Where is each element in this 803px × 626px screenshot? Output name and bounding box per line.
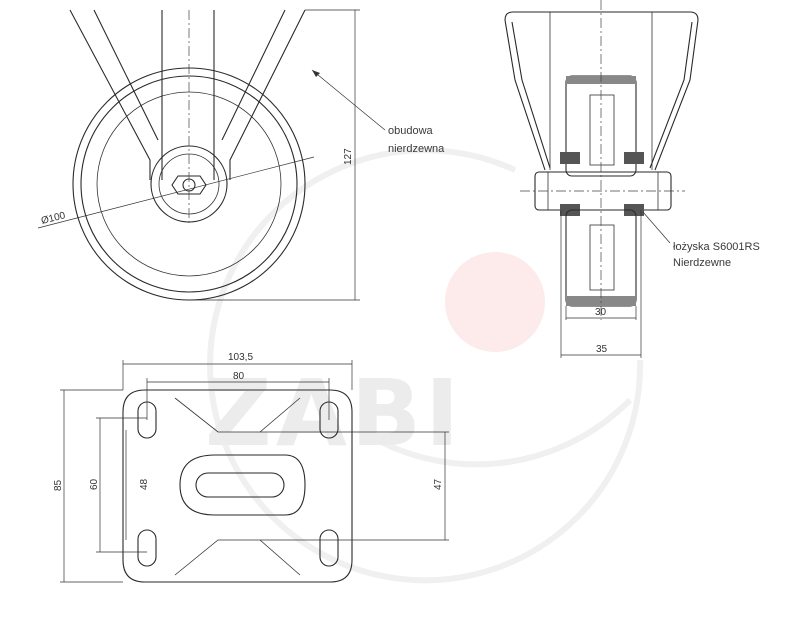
dim-plate-width: 103,5	[228, 352, 253, 363]
watermark: ZABI	[205, 147, 644, 584]
dim-hole-spacing-x: 80	[233, 371, 245, 382]
side-view: Ø100 127 obudowa nierdzewna	[37, 9, 445, 301]
callout-bearing-line1: łożyska S6001RS	[673, 241, 760, 253]
callout-housing-line1: obudowa	[388, 125, 434, 137]
dim-hole-spacing-y-inner: 48	[139, 478, 150, 490]
dim-plate-length: 85	[53, 479, 64, 491]
dim-hub-width: 35	[596, 344, 608, 355]
watermark-text: ZABI	[205, 360, 463, 467]
front-view: 30 35 łożyska S6001RS Nierdzewne	[504, 0, 760, 358]
callout-housing-line2: nierdzewna	[388, 143, 445, 155]
dim-slot-offset: 47	[433, 478, 444, 490]
plate-view: 103,5 80 85 60 48 47	[53, 352, 449, 583]
dim-tread-width: 30	[595, 307, 607, 318]
dim-wheel-diameter: Ø100	[40, 210, 67, 227]
callout-bearing-line2: Nierdzewne	[673, 257, 731, 269]
dim-height: 127	[343, 148, 354, 165]
dim-hole-spacing-y-outer: 60	[89, 478, 100, 490]
